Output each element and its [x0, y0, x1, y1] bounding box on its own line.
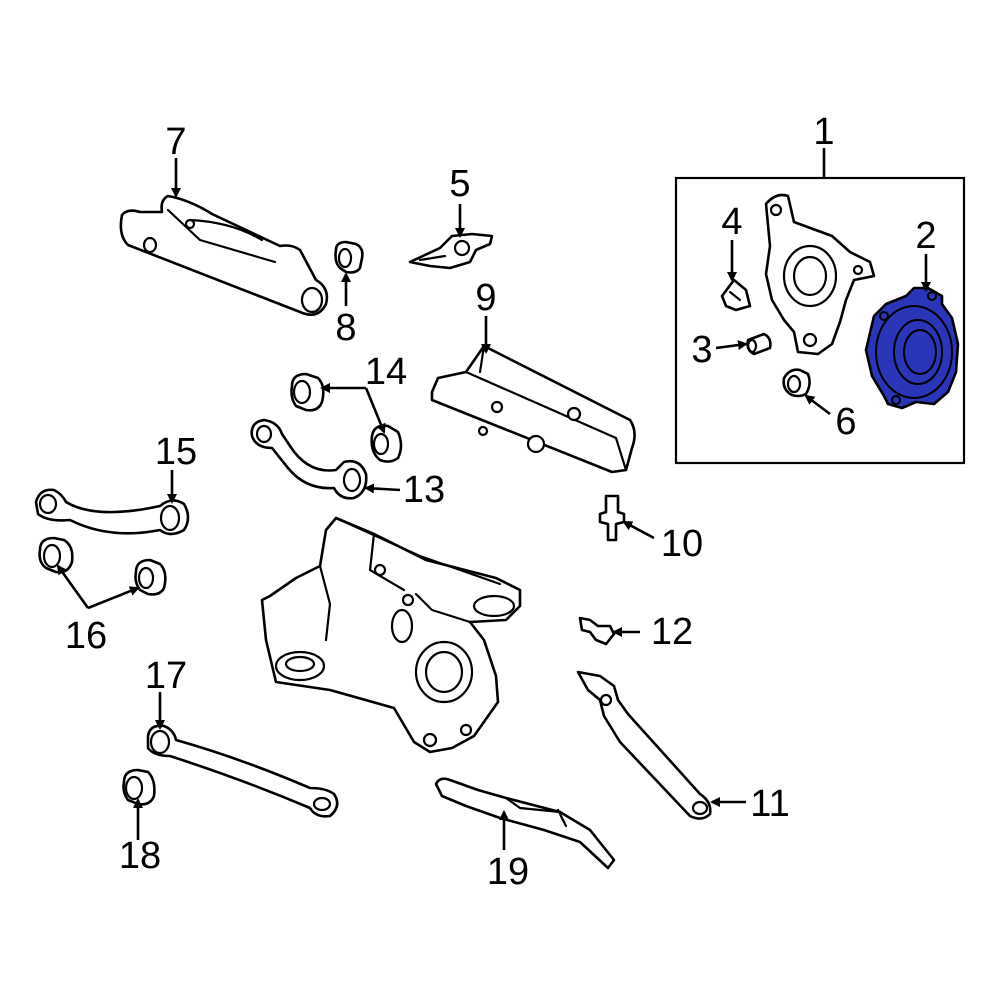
callout-2: 2	[915, 215, 936, 257]
part-15-lateral-arm[interactable]	[34, 488, 190, 536]
knuckle[interactable]	[764, 193, 876, 356]
part-12-clip[interactable]	[578, 616, 616, 646]
callout-6: 6	[835, 401, 856, 443]
callout-4: 4	[721, 201, 742, 243]
part-8-bushing[interactable]	[334, 240, 364, 274]
callout-9: 9	[475, 277, 496, 319]
part-11-trailing-arm[interactable]	[576, 670, 712, 820]
callout-14: 14	[365, 351, 407, 393]
part-3-pin[interactable]	[746, 332, 772, 356]
part-5-bracket[interactable]	[408, 232, 494, 270]
part-9-shield[interactable]	[430, 344, 636, 474]
part-16-bushings[interactable]	[38, 536, 167, 596]
subframe-assembly[interactable]	[260, 516, 522, 754]
part-2-hub-bearing[interactable]	[864, 286, 960, 410]
part-19-link[interactable]	[434, 777, 616, 870]
callout-3: 3	[691, 329, 712, 371]
callout-12: 12	[651, 611, 693, 653]
part-17-long-link[interactable]	[146, 724, 339, 818]
callout-11: 11	[750, 783, 789, 825]
callout-17: 17	[145, 655, 187, 697]
assembly-1-box	[674, 176, 966, 465]
part-10-bolt[interactable]	[598, 494, 626, 542]
part-6-nut[interactable]	[782, 368, 811, 398]
part-7-control-arm[interactable]	[119, 194, 329, 316]
callout-19: 19	[487, 851, 529, 893]
callout-10: 10	[661, 523, 703, 565]
callout-15: 15	[155, 431, 197, 473]
callout-5: 5	[449, 163, 470, 205]
callout-1: 1	[813, 111, 834, 153]
callout-arrows	[56, 148, 931, 850]
callout-7: 7	[165, 121, 186, 163]
part-4-clip[interactable]	[720, 278, 752, 312]
part-18-bushing[interactable]	[122, 768, 156, 806]
part-13-link-arm[interactable]	[250, 418, 368, 500]
callout-13: 13	[403, 469, 445, 511]
callout-18: 18	[119, 835, 161, 877]
part-14-bushings[interactable]	[290, 372, 403, 463]
callout-8: 8	[335, 307, 356, 349]
callout-16: 16	[65, 615, 107, 657]
